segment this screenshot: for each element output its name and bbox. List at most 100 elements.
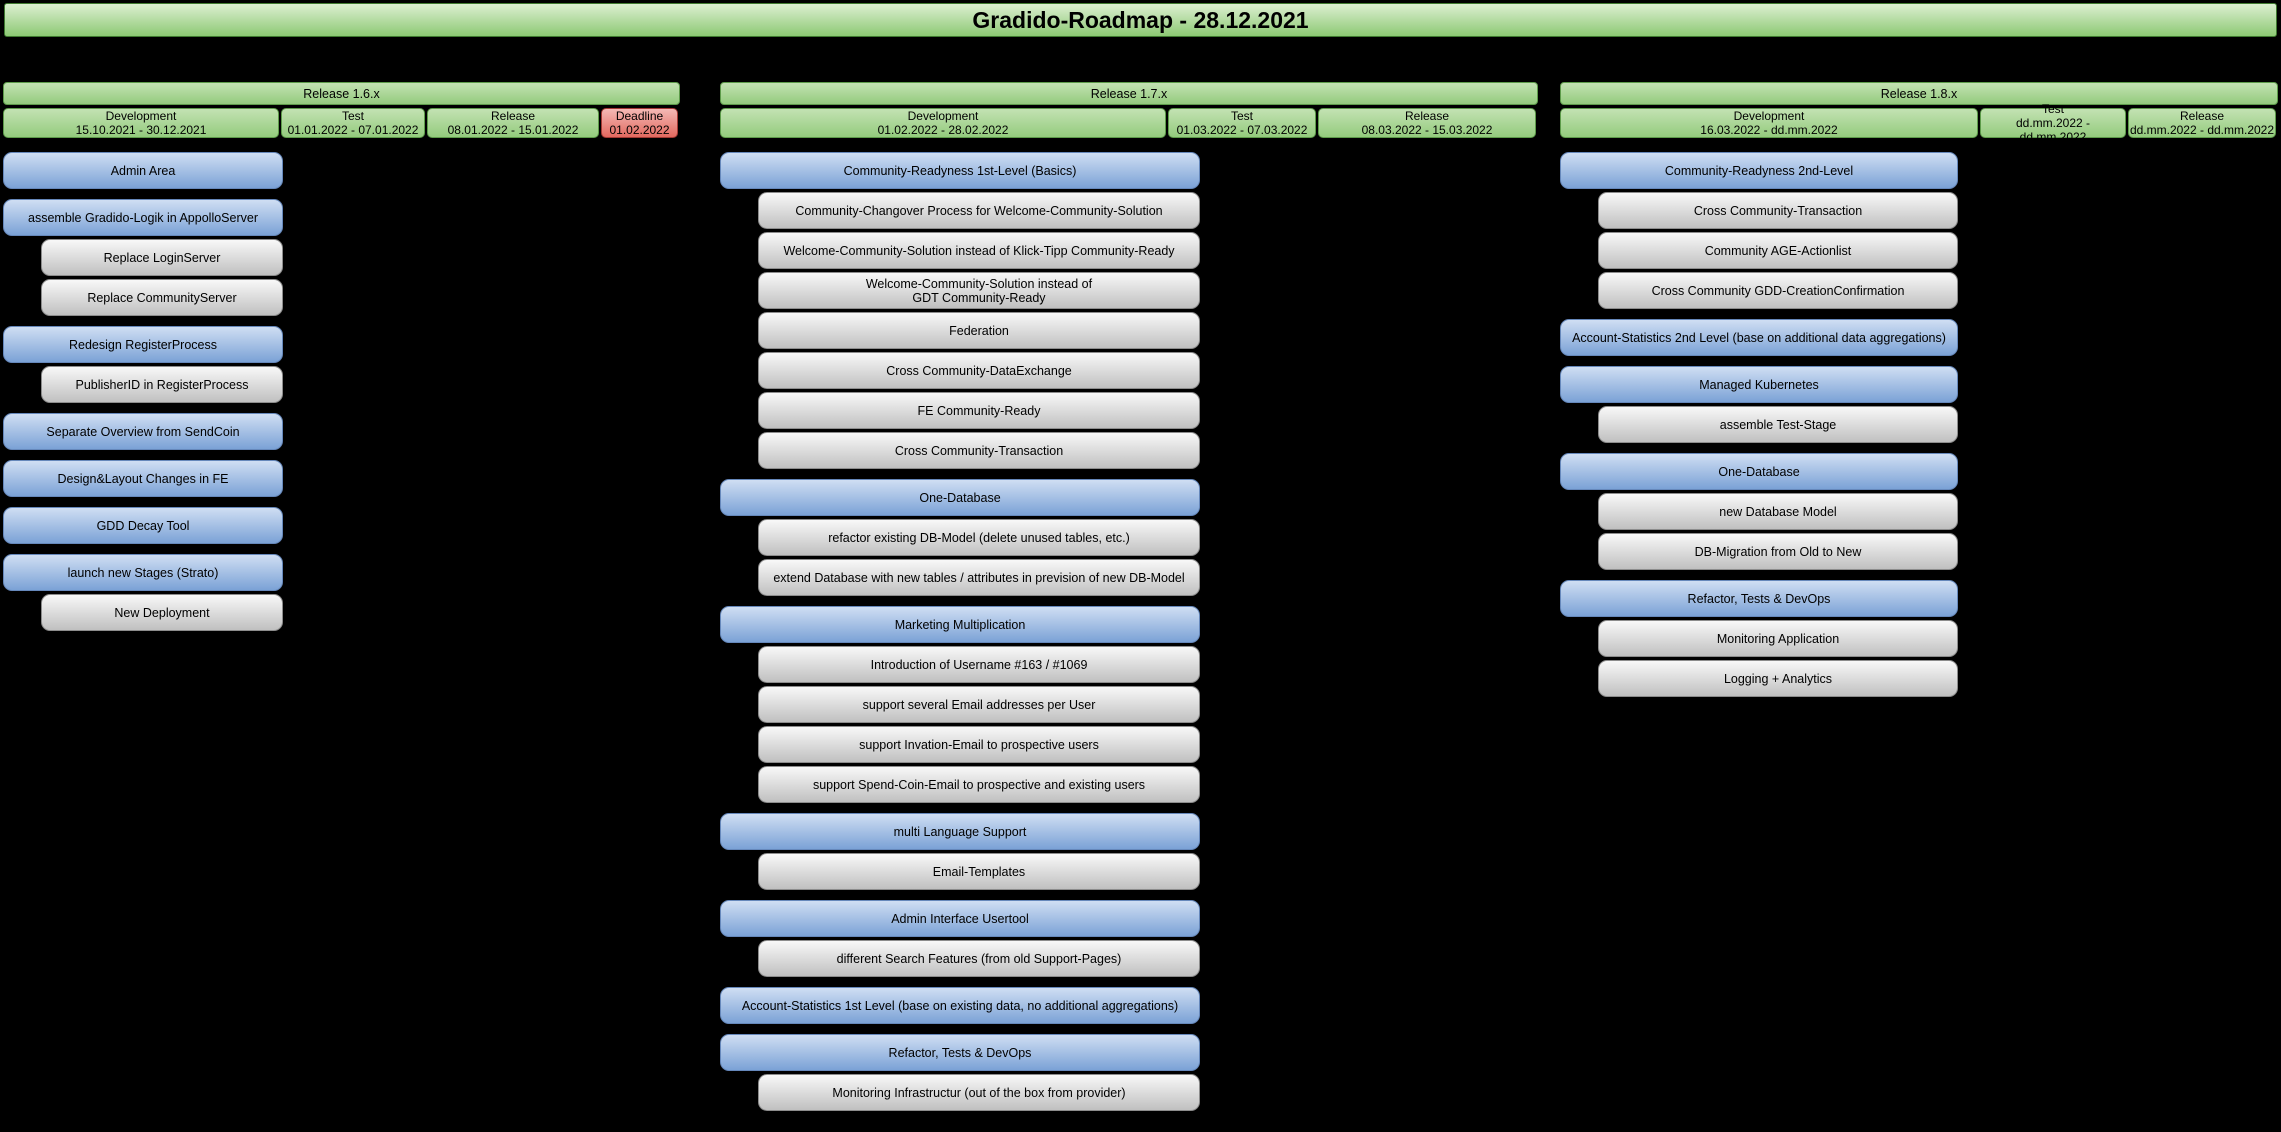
phase-dates: 16.03.2022 - dd.mm.2022 bbox=[1700, 123, 1838, 137]
task-group: Managed Kubernetes assemble Test-Stage bbox=[1560, 366, 1958, 443]
task-child: new Database Model bbox=[1598, 493, 1958, 530]
phase-release: Release dd.mm.2022 - dd.mm.2022 bbox=[2128, 108, 2276, 138]
task-parent: One-Database bbox=[720, 479, 1200, 516]
task-child: Cross Community-Transaction bbox=[758, 432, 1200, 469]
task-parent: Admin Area bbox=[3, 152, 283, 189]
task-parent: Managed Kubernetes bbox=[1560, 366, 1958, 403]
task-parent: Refactor, Tests & DevOps bbox=[1560, 580, 1958, 617]
task-group: GDD Decay Tool bbox=[3, 507, 283, 544]
phase-development: Development 16.03.2022 - dd.mm.2022 bbox=[1560, 108, 1978, 138]
task-group: One-Database new Database Model DB-Migra… bbox=[1560, 453, 1958, 570]
phase-release: Release 08.03.2022 - 15.03.2022 bbox=[1318, 108, 1536, 138]
section-header-release-1-8: Release 1.8.x Development 16.03.2022 - d… bbox=[1560, 82, 2278, 144]
task-child: Community-Changover Process for Welcome-… bbox=[758, 192, 1200, 229]
task-child: Cross Community-Transaction bbox=[1598, 192, 1958, 229]
task-group: Account-Statistics 1st Level (base on ex… bbox=[720, 987, 1200, 1024]
task-child: support Spend-Coin-Email to prospective … bbox=[758, 766, 1200, 803]
task-child: Logging + Analytics bbox=[1598, 660, 1958, 697]
task-child: Monitoring Infrastructur (out of the box… bbox=[758, 1074, 1200, 1111]
section-header-release-1-7: Release 1.7.x Development 01.02.2022 - 2… bbox=[720, 82, 1538, 138]
task-group: One-Database refactor existing DB-Model … bbox=[720, 479, 1200, 596]
task-parent: assemble Gradido-Logik in AppolloServer bbox=[3, 199, 283, 236]
task-parent: multi Language Support bbox=[720, 813, 1200, 850]
phase-deadline: Deadline 01.02.2022 bbox=[601, 108, 678, 138]
release-1-7-label: Release 1.7.x bbox=[1090, 86, 1168, 101]
phase-dates: 15.10.2021 - 30.12.2021 bbox=[75, 123, 207, 137]
task-parent: Account-Statistics 2nd Level (base on ad… bbox=[1560, 319, 1958, 356]
task-parent: Admin Interface Usertool bbox=[720, 900, 1200, 937]
section-header-release-1-6: Release 1.6.x Development 15.10.2021 - 3… bbox=[3, 82, 680, 138]
phase-dates: 08.01.2022 - 15.01.2022 bbox=[447, 123, 579, 137]
phase-test: Test 01.01.2022 - 07.01.2022 bbox=[281, 108, 425, 138]
page-title: Gradido-Roadmap - 28.12.2021 bbox=[972, 6, 1309, 33]
task-child: PublisherID in RegisterProcess bbox=[41, 366, 283, 403]
task-child: Monitoring Application bbox=[1598, 620, 1958, 657]
task-parent: Account-Statistics 1st Level (base on ex… bbox=[720, 987, 1200, 1024]
task-group: Admin Interface Usertool different Searc… bbox=[720, 900, 1200, 977]
phase-label: Release bbox=[2179, 109, 2225, 123]
task-group: Community-Readyness 1st-Level (Basics) C… bbox=[720, 152, 1200, 469]
task-child: Cross Community GDD-CreationConfirmation bbox=[1598, 272, 1958, 309]
tasks-release-1-6: Admin Area assemble Gradido-Logik in App… bbox=[3, 152, 283, 631]
release-1-6-phase-row: Development 15.10.2021 - 30.12.2021 Test… bbox=[3, 108, 680, 138]
release-1-7-phase-row: Development 01.02.2022 - 28.02.2022 Test… bbox=[720, 108, 1538, 138]
task-group: Separate Overview from SendCoin bbox=[3, 413, 283, 450]
task-parent: Marketing Multiplication bbox=[720, 606, 1200, 643]
task-child: assemble Test-Stage bbox=[1598, 406, 1958, 443]
task-child: DB-Migration from Old to New bbox=[1598, 533, 1958, 570]
phase-label: Release bbox=[1404, 109, 1450, 123]
phase-test: Test dd.mm.2022 - dd.mm.2022 bbox=[1980, 102, 2126, 144]
phase-dates: 01.02.2022 bbox=[609, 123, 670, 137]
phase-label: Development bbox=[907, 109, 979, 123]
task-child: Cross Community-DataExchange bbox=[758, 352, 1200, 389]
release-1-6-label: Release 1.6.x bbox=[303, 86, 380, 101]
release-1-6-bar: Release 1.6.x bbox=[3, 82, 680, 105]
task-child: Welcome-Community-Solution instead of GD… bbox=[758, 272, 1200, 309]
phase-dates: dd.mm.2022 - dd.mm.2022 bbox=[2129, 123, 2275, 137]
phase-dates: dd.mm.2022 - dd.mm.2022 bbox=[2015, 116, 2091, 144]
task-child: Community AGE-Actionlist bbox=[1598, 232, 1958, 269]
task-group: launch new Stages (Strato) New Deploymen… bbox=[3, 554, 283, 631]
task-child: Replace CommunityServer bbox=[41, 279, 283, 316]
phase-label: Deadline bbox=[615, 109, 664, 123]
phase-label: Release bbox=[490, 109, 536, 123]
task-child: Email-Templates bbox=[758, 853, 1200, 890]
task-group: Refactor, Tests & DevOps Monitoring Infr… bbox=[720, 1034, 1200, 1111]
task-child: support Invation-Email to prospective us… bbox=[758, 726, 1200, 763]
task-child: support several Email addresses per User bbox=[758, 686, 1200, 723]
task-parent: Redesign RegisterProcess bbox=[3, 326, 283, 363]
task-child: Welcome-Community-Solution instead of Kl… bbox=[758, 232, 1200, 269]
task-child: FE Community-Ready bbox=[758, 392, 1200, 429]
task-parent: GDD Decay Tool bbox=[3, 507, 283, 544]
phase-label: Test bbox=[2041, 102, 2064, 116]
task-child: Federation bbox=[758, 312, 1200, 349]
task-parent: Separate Overview from SendCoin bbox=[3, 413, 283, 450]
task-child: refactor existing DB-Model (delete unuse… bbox=[758, 519, 1200, 556]
task-parent: Design&Layout Changes in FE bbox=[3, 460, 283, 497]
task-parent: launch new Stages (Strato) bbox=[3, 554, 283, 591]
phase-development: Development 15.10.2021 - 30.12.2021 bbox=[3, 108, 279, 138]
phase-dates: 01.03.2022 - 07.03.2022 bbox=[1176, 123, 1308, 137]
task-group: assemble Gradido-Logik in AppolloServer … bbox=[3, 199, 283, 316]
task-group: Account-Statistics 2nd Level (base on ad… bbox=[1560, 319, 1958, 356]
phase-label: Development bbox=[1733, 109, 1805, 123]
task-child: extend Database with new tables / attrib… bbox=[758, 559, 1200, 596]
phase-label: Test bbox=[1230, 109, 1253, 123]
phase-development: Development 01.02.2022 - 28.02.2022 bbox=[720, 108, 1166, 138]
phase-test: Test 01.03.2022 - 07.03.2022 bbox=[1168, 108, 1316, 138]
task-group: Refactor, Tests & DevOps Monitoring Appl… bbox=[1560, 580, 1958, 697]
task-group: Redesign RegisterProcess PublisherID in … bbox=[3, 326, 283, 403]
phase-dates: 01.02.2022 - 28.02.2022 bbox=[877, 123, 1009, 137]
phase-label: Test bbox=[341, 109, 364, 123]
tasks-release-1-7: Community-Readyness 1st-Level (Basics) C… bbox=[720, 152, 1200, 1111]
phase-dates: 01.01.2022 - 07.01.2022 bbox=[287, 123, 419, 137]
task-group: Marketing Multiplication Introduction of… bbox=[720, 606, 1200, 803]
task-group: Admin Area bbox=[3, 152, 283, 189]
task-parent: One-Database bbox=[1560, 453, 1958, 490]
task-child: Replace LoginServer bbox=[41, 239, 283, 276]
task-parent: Community-Readyness 2nd-Level bbox=[1560, 152, 1958, 189]
title-bar: Gradido-Roadmap - 28.12.2021 bbox=[4, 3, 2277, 37]
task-parent: Community-Readyness 1st-Level (Basics) bbox=[720, 152, 1200, 189]
phase-dates: 08.03.2022 - 15.03.2022 bbox=[1361, 123, 1493, 137]
task-child: New Deployment bbox=[41, 594, 283, 631]
